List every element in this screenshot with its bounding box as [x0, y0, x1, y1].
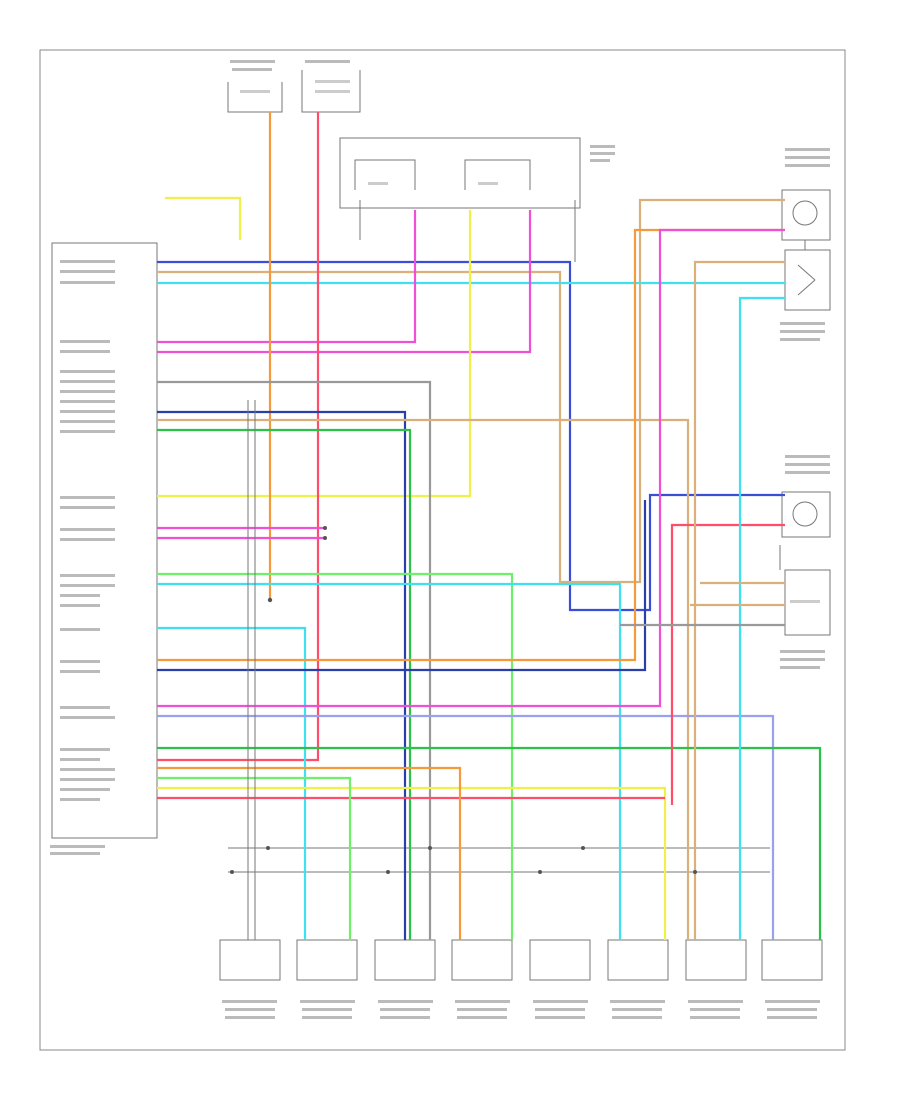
- wire-blue: [157, 260, 785, 612]
- fuse-block-left: [227, 60, 283, 113]
- wire-tan-long: [157, 418, 690, 940]
- wire-light-purple: [157, 714, 775, 940]
- wire-tan: [157, 198, 785, 584]
- wire-red-fuse: [157, 112, 320, 762]
- fuse-block-right: [301, 60, 361, 113]
- wire-dark-blue: [157, 410, 407, 940]
- wire-pink-upper: [157, 210, 417, 344]
- wire-pink-lower-long: [157, 228, 785, 708]
- wire-green-bottom: [157, 746, 822, 940]
- wire-yellow: [157, 210, 472, 498]
- wire-light-blue-3: [157, 626, 307, 940]
- switch-right-lower: [780, 569, 831, 669]
- wire-pink-lower: [157, 210, 532, 354]
- switch-right-upper: [780, 249, 831, 341]
- seat-switch-assembly: [339, 137, 615, 209]
- wire-dark-blue-lower: [157, 500, 647, 672]
- control-module: [50, 242, 158, 855]
- wire-tan-right: [693, 260, 785, 940]
- wire-orange-bottom: [157, 766, 462, 940]
- wire-gray: [157, 380, 432, 940]
- wire-light-blue-2: [157, 582, 622, 940]
- wire-red-right: [670, 523, 785, 805]
- wire-light-green-bottom: [157, 776, 352, 940]
- junction-dots: [230, 526, 697, 874]
- wire-green: [157, 428, 412, 940]
- wire-light-blue-right: [738, 296, 785, 940]
- motor-middle-right: [781, 455, 831, 538]
- wire-yellow-bottom: [157, 786, 667, 940]
- wire-yellow-top: [165, 196, 242, 240]
- control-module-pin-labels: [60, 260, 115, 801]
- diagram-border: [39, 49, 846, 1051]
- wire-light-green: [157, 572, 514, 940]
- bottom-components: [219, 939, 823, 1019]
- wires: [157, 112, 822, 940]
- motor-upper-right: [781, 148, 831, 241]
